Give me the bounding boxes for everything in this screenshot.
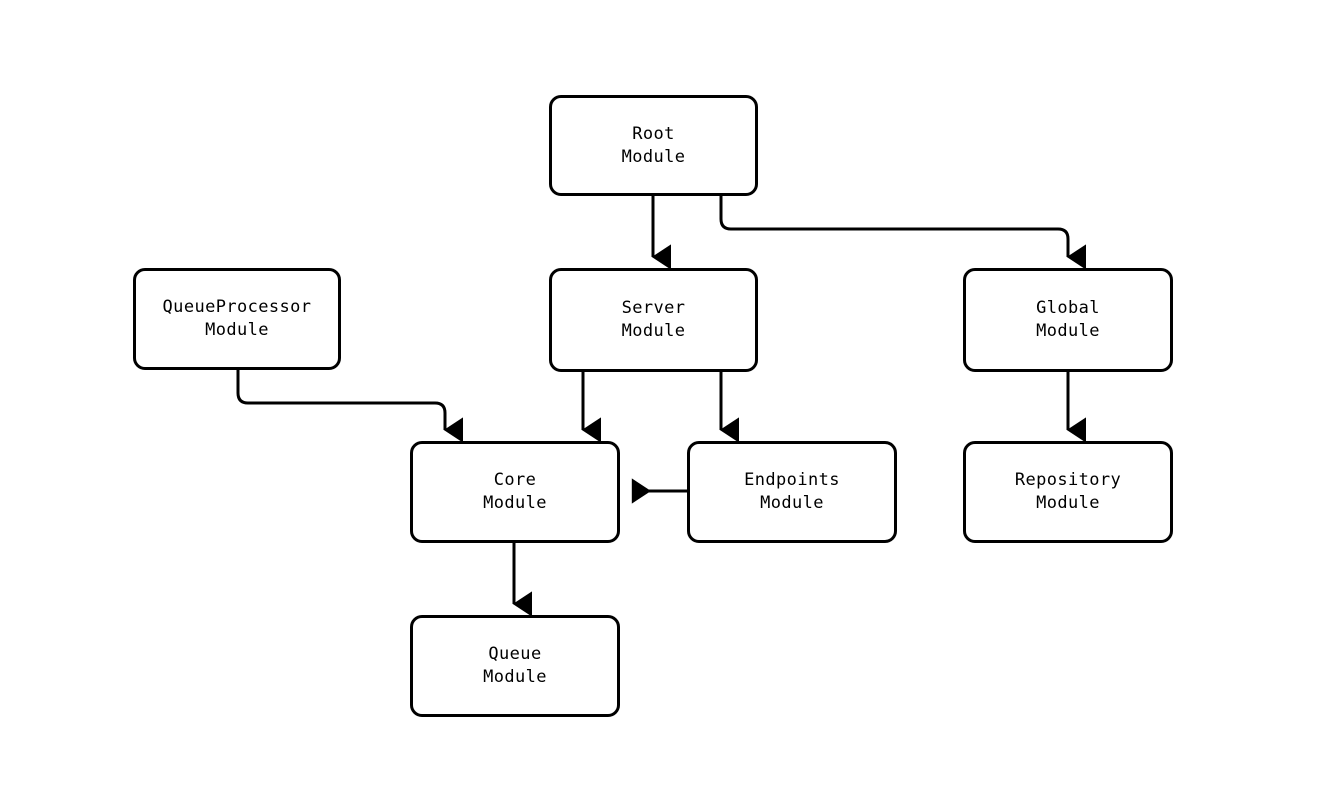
node-server-module-line1: Server [621,298,686,318]
node-queue-module-line2: Module [483,667,547,687]
node-core-module-line2: Module [483,493,547,513]
node-server-module-line2: Module [621,321,686,341]
node-endpoints-module[interactable]: Endpoints Module [687,441,897,543]
node-global-module[interactable]: Global Module [963,268,1173,372]
node-root-module-line1: Root [632,123,675,144]
node-core-module[interactable]: Core Module [410,441,620,543]
node-queue-module-line1: Queue [488,644,542,664]
node-queueprocessor-module-line2: Module [205,320,269,340]
node-server-module[interactable]: Server Module [549,268,758,372]
node-repository-module-line2: Module [1036,493,1100,513]
node-repository-module-line1: Repository [1014,470,1122,490]
edge-queueprocessor-core [236,370,463,443]
node-queueprocessor-module[interactable]: QueueProcessor Module [133,268,341,370]
node-endpoints-module-line1: Endpoints [744,470,840,490]
node-global-module-line1: Global [1036,298,1100,318]
node-queueprocessor-module-line1: QueueProcessor [162,297,312,317]
node-endpoints-module-line2: Module [760,493,824,513]
edge-root-global [719,196,1086,270]
node-queue-module[interactable]: Queue Module [410,615,620,717]
node-global-module-line2: Module [1036,321,1100,341]
node-repository-module[interactable]: Repository Module [963,441,1173,543]
node-root-module-line2: Module [621,146,686,167]
node-root-module[interactable]: Root Module [549,95,758,196]
node-core-module-line1: Core [493,470,537,490]
